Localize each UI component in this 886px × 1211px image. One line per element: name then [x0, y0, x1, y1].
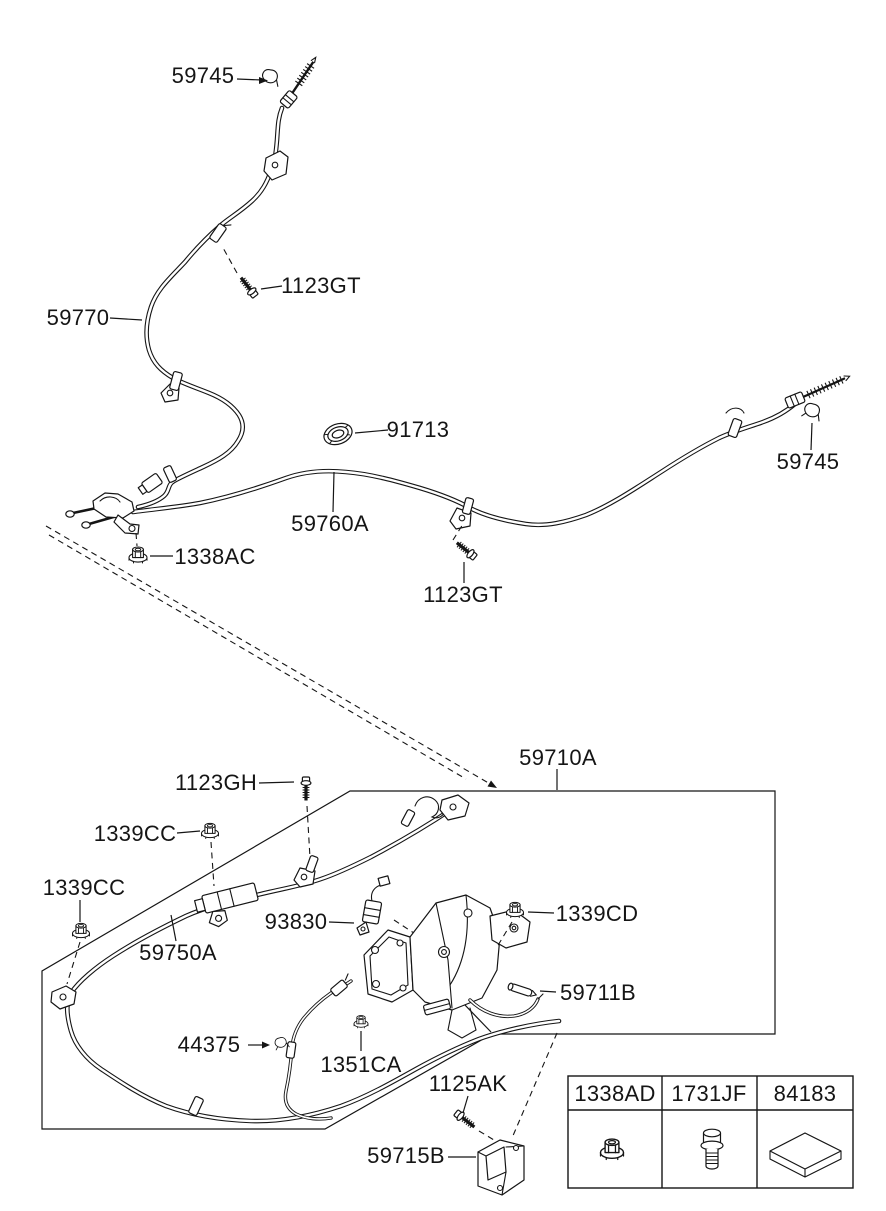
cable-anchor-end [50, 985, 77, 1010]
part-labels: 59745 1123GT 59770 91713 59760A 59745 13… [43, 63, 840, 1168]
part-label-1339cc-upper: 1339CC [94, 821, 177, 846]
part-label-1339cd: 1339CD [556, 901, 639, 926]
part-label-1351ca: 1351CA [320, 1052, 401, 1077]
nut-1338ac-icon [128, 546, 148, 564]
bolt-1123gh-icon [299, 775, 313, 803]
part-label-93830: 93830 [265, 909, 328, 934]
part-label-59760a: 59760A [291, 511, 369, 536]
legend-part-number: 1338AD [574, 1081, 655, 1106]
pedal-assembly [363, 894, 544, 1039]
legend-table: 1338AD 1731JF 84183 [567, 1075, 854, 1189]
cable-end-brackets [400, 794, 470, 827]
nut-1339cc-lower-icon [71, 922, 91, 940]
rear-cable-left [138, 108, 282, 507]
interlock-connector [330, 973, 349, 997]
pad-icon [769, 1132, 842, 1178]
legend-part-number: 84183 [774, 1081, 837, 1106]
part-label-59750a: 59750A [139, 940, 217, 965]
pin-59711b-icon [507, 982, 538, 997]
callout-leaders [79, 77, 813, 1158]
part-label-59770: 59770 [47, 305, 110, 330]
switch-93830-icon [356, 875, 427, 942]
cable-clip-top-icon [259, 67, 283, 88]
legend-part-number: 1731JF [671, 1081, 746, 1106]
cable-clamp-right [727, 417, 743, 439]
cable-threaded-end-right [802, 375, 851, 399]
nut-1351ca-icon [353, 1015, 369, 1029]
cable-clamp [163, 465, 177, 483]
part-label-1123gt-top: 1123GT [281, 273, 361, 298]
cable-clamp-loop [188, 1095, 204, 1117]
cable-bracket-front [293, 855, 319, 888]
part-label-59711b: 59711B [560, 980, 636, 1005]
part-label-44375: 44375 [178, 1032, 241, 1057]
part-label-1339cc-lower: 1339CC [43, 875, 126, 900]
cable-bracket-top [263, 150, 289, 181]
assembly-outline [41, 790, 776, 1130]
part-label-59710a: 59710A [519, 745, 597, 770]
cable-equalizer [65, 473, 163, 535]
part-label-59745-top: 59745 [172, 63, 235, 88]
cable-bracket-mid [449, 497, 475, 530]
bolt-1125ak-icon [451, 1107, 479, 1133]
part-label-91713: 91713 [387, 417, 450, 442]
flange-nut-icon [599, 1138, 625, 1161]
cable-clamp-bracket [160, 370, 183, 403]
part-label-1123gt-mid: 1123GT [423, 582, 503, 607]
part-label-59745-right: 59745 [777, 449, 840, 474]
nut-1339cc-upper-icon [200, 822, 220, 840]
nut-1339cd-icon [505, 901, 525, 919]
cable-ferrule-top [279, 90, 298, 109]
cable-clip-right-icon [801, 400, 825, 423]
bolt-1123gt-top-icon [235, 273, 261, 301]
cable-ferrule-right [784, 391, 806, 409]
part-label-1123gh: 1123GH [175, 770, 257, 795]
part-label-1125ak: 1125AK [429, 1071, 507, 1096]
bolt-1123gt-mid-icon [452, 537, 480, 563]
clamp-hook [725, 407, 745, 414]
part-label-1338ac: 1338AC [174, 544, 255, 569]
cable-clamp [209, 223, 232, 243]
cable-threaded-end-top [290, 56, 317, 96]
grommet-icon [323, 422, 353, 446]
part-label-59715b: 59715B [367, 1143, 445, 1168]
bracket-59715b-icon [477, 1139, 525, 1196]
flange-bolt-icon [700, 1128, 724, 1170]
cable-connector-block [193, 882, 259, 928]
